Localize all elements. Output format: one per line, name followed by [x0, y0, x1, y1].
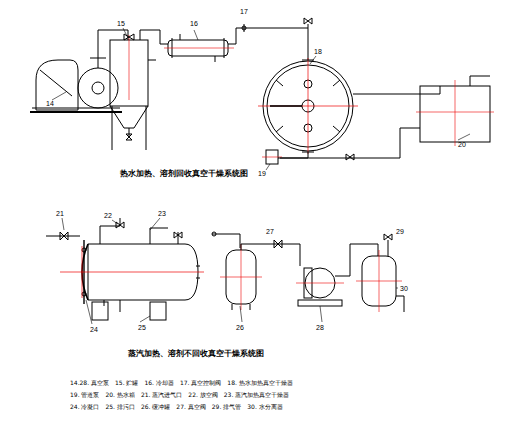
exhaust-pipe — [388, 240, 389, 256]
vent-valve — [116, 222, 124, 228]
steam-vacuum-dryer — [60, 240, 204, 320]
vacuum-pump — [30, 58, 122, 112]
pipeline-pump — [262, 150, 282, 164]
callout-number: 15 — [117, 20, 125, 27]
pipe — [241, 244, 300, 266]
pipe — [212, 234, 240, 248]
callout-number: 18 — [314, 48, 322, 55]
callout-number: 17 — [240, 8, 248, 15]
callout-number: 19 — [258, 170, 266, 177]
cooler — [164, 34, 236, 62]
legend-line: 14.28. 真空泵 15. 贮罐 16. 冷却器 17. 真空控制阀 18. … — [70, 380, 293, 386]
hot-water-tank — [416, 76, 494, 146]
pipe — [280, 152, 308, 158]
callout-number: 20 — [458, 141, 466, 148]
callout-number: 29 — [396, 228, 404, 235]
caption: 蒸汽加热、溶剂不回收真空干燥系统图 — [128, 350, 264, 358]
water-separator — [356, 250, 404, 312]
pipe — [100, 218, 120, 244]
pipe — [353, 86, 440, 94]
caption: 热水加热、溶剂回收真空干燥系统图 — [120, 170, 248, 178]
callout-number: 21 — [56, 210, 64, 217]
vacuum-valve — [274, 240, 282, 248]
callout-number: 23 — [158, 210, 166, 217]
pipe — [236, 28, 308, 60]
callout-number: 24 — [90, 326, 98, 333]
callout-number: 30 — [400, 285, 408, 292]
valve — [60, 232, 68, 240]
valve — [384, 234, 392, 240]
callout-number: 22 — [104, 212, 112, 219]
valve — [346, 154, 354, 160]
buffer-tank — [220, 244, 262, 310]
callout-number: 25 — [138, 324, 146, 331]
legend-line: 24. 冷凝口 25. 排污口 26. 缓冲罐 27. 真空阀 29. 排气管 … — [70, 404, 283, 410]
callout-number: 16 — [190, 20, 198, 27]
hot-water-vacuum-dryer — [258, 58, 358, 154]
pipe — [335, 244, 378, 276]
pipe — [140, 30, 168, 44]
vacuum-pump — [296, 268, 344, 306]
gauge — [212, 232, 216, 236]
pipe — [278, 128, 420, 158]
storage-tank — [110, 34, 156, 150]
valve — [174, 232, 182, 238]
leader-lines — [52, 28, 470, 324]
pipe — [150, 228, 168, 244]
callout-number: 27 — [266, 228, 274, 235]
vacuum-control-valve — [242, 18, 312, 32]
pipe — [178, 232, 179, 244]
callout-number: 14 — [46, 100, 54, 107]
legend-line: 19. 管道泵 20. 热水箱 21. 蒸汽进气口 22. 放空阀 23. 蒸汽… — [70, 392, 289, 398]
callout-number: 28 — [316, 324, 324, 331]
callout-number: 26 — [236, 324, 244, 331]
